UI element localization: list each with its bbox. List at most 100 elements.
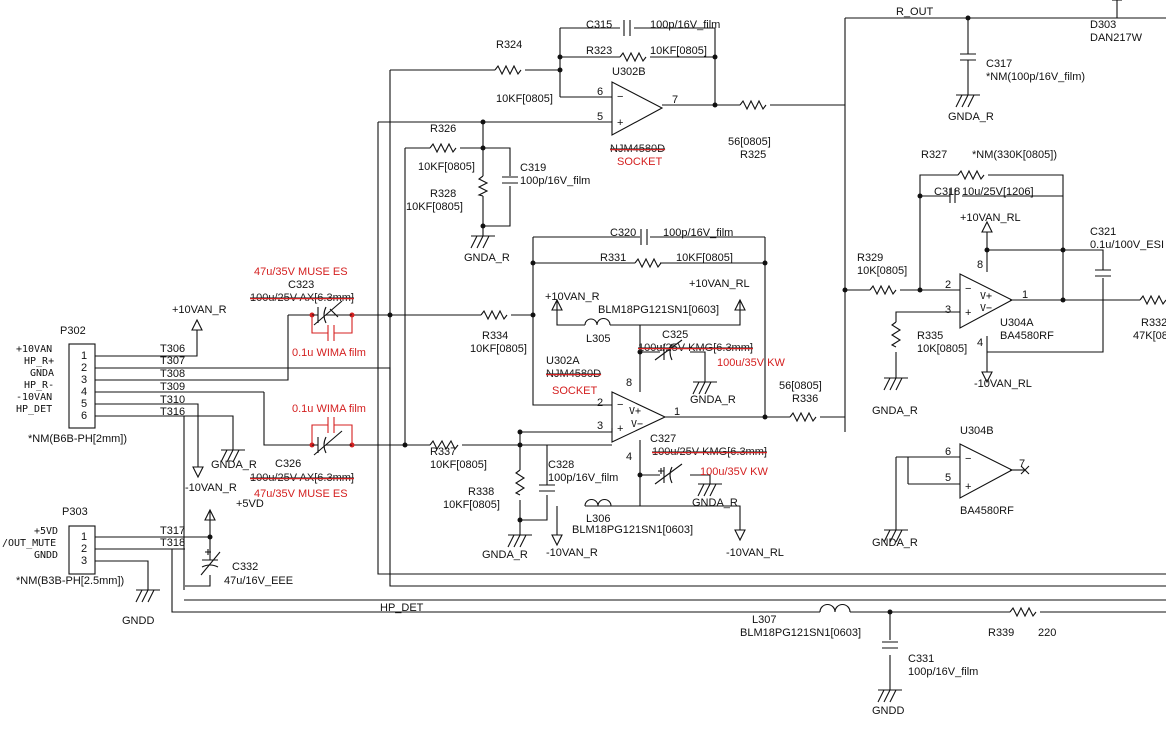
c326-ref: C326: [275, 458, 301, 470]
p302-pin-3: 3: [81, 374, 87, 386]
u304a-value: BA4580RF: [1000, 330, 1054, 342]
u304a-ref: U304A: [1000, 317, 1034, 329]
c320-ref: C320: [610, 227, 636, 239]
r323-symbol: [619, 51, 647, 63]
p10van-rl-label: +10VAN_RL: [689, 278, 750, 290]
d303-ref: D303: [1090, 19, 1116, 31]
c323-new-value: 47u/35V MUSE ES: [254, 266, 348, 278]
tp-t318: T318: [160, 537, 185, 549]
c331-symbol: [882, 641, 898, 649]
tp-t308: T308: [160, 368, 185, 380]
labels: R_OUT HP_DET C315 100p/16V_film R323 10K…: [122, 6, 1166, 717]
u304b-minus: −: [965, 453, 971, 465]
r326-value: 10KF[0805]: [418, 161, 475, 173]
r334-symbol: [480, 309, 508, 321]
r339-value: 220: [1038, 627, 1056, 639]
c318-ref: C318: [934, 186, 960, 198]
c326-bypass-symbol: [311, 417, 353, 445]
r337-value: 10KF[0805]: [430, 459, 487, 471]
n10van-r-arrow-icon: [551, 534, 563, 547]
n10van-rl-label: -10VAN_RL: [726, 547, 784, 559]
p302-ref: P302: [60, 325, 86, 337]
r338-value: 10KF[0805]: [443, 499, 500, 511]
p10van-r-label: +10VAN_R: [172, 304, 227, 316]
u302b-minus: −: [617, 91, 623, 103]
p302-signal-6: HP_DET: [16, 404, 52, 415]
gnda-r-ground-icon: [883, 377, 908, 391]
gnda-r-label: GNDA_R: [211, 459, 257, 471]
c328-ref: C328: [548, 459, 574, 471]
p5vd-arrow-icon: [204, 508, 216, 521]
l305-ref: L305: [586, 333, 610, 345]
opamps: − + − + V+ V− − + V+ V− − +: [611, 0, 1122, 499]
p10van-r-arrow-icon: [551, 298, 563, 311]
r338-symbol: [514, 469, 526, 496]
r337-symbol: [429, 439, 459, 451]
r324-value: 10KF[0805]: [496, 93, 553, 105]
r328-ref: R328: [430, 188, 456, 200]
p10van-rl-arrow-icon: [981, 220, 993, 233]
p5vd-label: +5VD: [236, 498, 264, 510]
c332-symbol: [201, 549, 219, 568]
n10van-rl-arrow-icon: [734, 529, 746, 542]
u302a-pin-1: 1: [674, 406, 680, 418]
u304a-vminus: V−: [980, 303, 992, 314]
u304b-pin-7: 7: [1019, 458, 1025, 470]
p302-pin-2: 2: [81, 362, 87, 374]
u304b-symbol: [959, 443, 1014, 499]
c318-value: 10u/25V[1206]: [962, 186, 1034, 198]
p303-ref: P303: [62, 506, 88, 518]
r327-ref: R327: [921, 149, 947, 161]
p302-signal-1: +10VAN: [16, 344, 52, 355]
r323-ref: R323: [586, 45, 612, 57]
p302-signal-2: HP_R+: [24, 356, 54, 367]
c326-bypass-label: 0.1u WIMA film: [292, 403, 366, 415]
c328-value: 100p/16V_film: [548, 472, 618, 484]
p303-signal-1: +5VD: [34, 526, 58, 537]
u304a-pin-1: 1: [1022, 289, 1028, 301]
c319-ref: C319: [520, 162, 546, 174]
tp-t310: T310: [160, 394, 185, 406]
gndd-ground-icon: [135, 589, 160, 603]
wires: [95, 0, 1166, 690]
r335-value: 10K[0805]: [917, 343, 967, 355]
u302b-socket: SOCKET: [617, 156, 663, 168]
r335-symbol: [890, 321, 902, 348]
u302b-pin-6: 6: [597, 86, 603, 98]
power-symbols: [135, 94, 993, 703]
u302a-pin-8: 8: [626, 377, 632, 389]
gnda-r-ground-icon: [220, 449, 245, 463]
p10van-rl-label: +10VAN_RL: [960, 212, 1021, 224]
p303-pin-1: 1: [81, 531, 87, 543]
p303-pin-3: 3: [81, 555, 87, 567]
r325-symbol: [739, 99, 767, 111]
r328-symbol: [477, 175, 489, 197]
l305-symbol: [584, 317, 611, 326]
c315-value: 100p/16V_film: [650, 19, 720, 31]
gnda-r-ground-icon: [697, 483, 722, 497]
r325-value: 56[0805]: [728, 136, 771, 148]
p303-signal-2: /OUT_MUTE: [2, 538, 56, 549]
r332-symbol: [1139, 294, 1166, 306]
u302a-minus: −: [617, 399, 623, 411]
gnda-r-label: GNDA_R: [872, 405, 918, 417]
l305-value: BLM18PG121SN1[0603]: [598, 304, 719, 316]
p303-signal-3: GNDD: [34, 550, 58, 561]
c326-new-value: 47u/35V MUSE ES: [254, 488, 348, 500]
c321-ref: C321: [1090, 226, 1116, 238]
c325-ref: C325: [662, 329, 688, 341]
r332-value: 47K[08: [1133, 330, 1166, 342]
u304a-pin-2: 2: [945, 279, 951, 291]
gndd-label: GNDD: [122, 615, 154, 627]
gnda-r-label: GNDA_R: [872, 537, 918, 549]
c332-value: 47u/16V_EEE: [224, 575, 293, 587]
gnda-r-label: GNDA_R: [692, 497, 738, 509]
p302-pin-1: 1: [81, 350, 87, 362]
tp-t306: T306: [160, 343, 185, 355]
u304b-value: BA4580RF: [960, 505, 1014, 517]
p10van-r-arrow-icon: [191, 318, 203, 331]
net-r-out: R_OUT: [896, 6, 934, 18]
c323-bypass-symbol: [311, 315, 353, 341]
u302b-symbol: [611, 81, 664, 136]
r339-symbol: [1009, 606, 1037, 618]
